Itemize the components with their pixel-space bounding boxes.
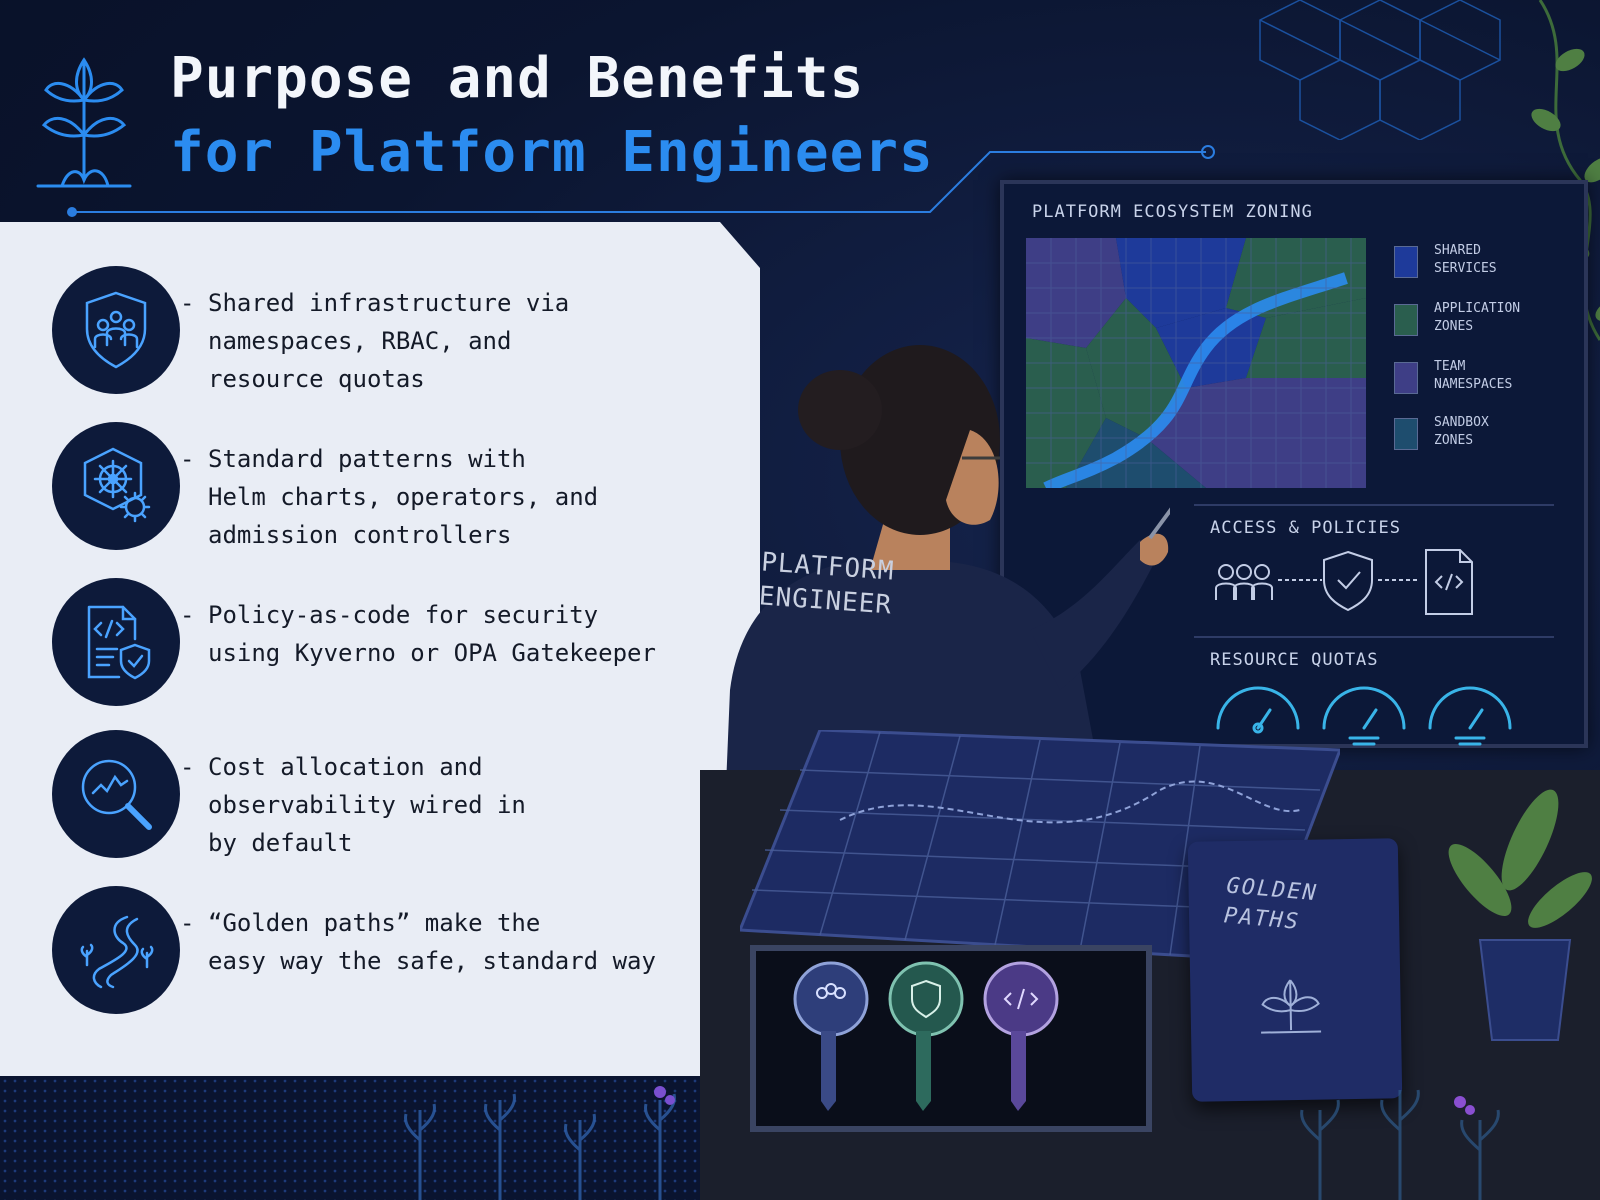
resource-quotas-title: RESOURCE QUOTAS	[1210, 650, 1379, 670]
access-keys-illustration	[793, 961, 1059, 1111]
legend-label: APPLICATION ZONES	[1434, 301, 1521, 334]
benefit-item-cost-observability: -Cost allocation and observability wired…	[52, 730, 752, 870]
benefit-badge	[52, 730, 180, 858]
sprout-logo-icon	[36, 57, 132, 188]
key-box	[750, 945, 1152, 1132]
benefit-text: -Standard patterns with Helm charts, ope…	[180, 440, 728, 554]
legend-swatch	[1394, 304, 1418, 336]
helm-gear-icon	[83, 447, 151, 523]
benefit-label: Cost allocation and observability wired …	[208, 753, 526, 857]
legend-label: SHARED SERVICES	[1434, 243, 1497, 276]
dotted-footer-band	[0, 1076, 760, 1200]
legend-swatch	[1394, 418, 1418, 450]
benefit-label: Standard patterns with Helm charts, oper…	[208, 445, 599, 549]
golden-paths-book: GOLDEN PATHS	[1187, 838, 1403, 1102]
benefit-label: Policy-as-code for security using Kyvern…	[208, 601, 656, 667]
book-title: GOLDEN PATHS	[1222, 873, 1319, 935]
potted-plant-illustration	[1448, 789, 1592, 1041]
benefit-item-standard-patterns: -Standard patterns with Helm charts, ope…	[52, 422, 752, 562]
benefit-badge	[52, 886, 180, 1014]
zoning-map	[1026, 238, 1366, 488]
legend-item-sandbox-zones: SANDBOX ZONES	[1394, 414, 1574, 454]
jacket-label: PLATFORM ENGINEER	[757, 547, 896, 621]
board-divider	[1194, 636, 1554, 638]
golden-path-icon	[80, 915, 154, 989]
page-title-line-2: for Platform Engineers	[170, 120, 934, 185]
code-policy-icon	[87, 605, 151, 680]
bullet-dash: -	[180, 909, 195, 937]
benefit-text: -Shared infrastructure via namespaces, R…	[180, 284, 728, 398]
magnify-chart-icon	[81, 759, 152, 830]
benefit-item-policy-as-code: -Policy-as-code for security using Kyver…	[52, 578, 752, 718]
board-divider	[1194, 504, 1554, 506]
legend-label: TEAM NAMESPACES	[1434, 359, 1513, 392]
benefit-badge	[52, 422, 180, 550]
shield-team-icon	[85, 291, 147, 369]
access-policies-diagram	[1215, 549, 1473, 615]
bullet-dash: -	[180, 289, 195, 317]
legend-item-shared-services: SHARED SERVICES	[1394, 242, 1574, 282]
benefit-label: Shared infrastructure via namespaces, RB…	[208, 289, 570, 393]
legend-swatch	[1394, 246, 1418, 278]
page-title-line-1: Purpose and Benefits	[170, 46, 865, 111]
board-title: PLATFORM ECOSYSTEM ZONING	[1032, 202, 1313, 222]
benefit-text: -Policy-as-code for security using Kyver…	[180, 596, 728, 672]
resource-quota-gauges	[1216, 686, 1512, 746]
benefit-item-shared-infrastructure: -Shared infrastructure via namespaces, R…	[52, 266, 752, 406]
benefit-label: “Golden paths” make the easy way the saf…	[208, 909, 656, 975]
bullet-dash: -	[180, 753, 195, 781]
legend-swatch	[1394, 362, 1418, 394]
bullet-dash: -	[180, 601, 195, 629]
benefit-badge	[52, 266, 180, 394]
zoning-board: PLATFORM ECOSYSTEM ZONING	[1000, 180, 1588, 748]
footer-plants-illustration	[404, 1086, 676, 1200]
foreground-plants-illustration	[1300, 1089, 1500, 1200]
hex-grid-decoration	[1259, 0, 1501, 140]
bullet-dash: -	[180, 445, 195, 473]
access-policies-title: ACCESS & POLICIES	[1210, 518, 1401, 538]
benefit-text: -Cost allocation and observability wired…	[180, 748, 728, 862]
benefit-badge	[52, 578, 180, 706]
legend-item-team-namespaces: TEAM NAMESPACES	[1394, 358, 1574, 398]
legend-item-application-zones: APPLICATION ZONES	[1394, 300, 1574, 340]
illustration-scene: PLATFORM ECOSYSTEM ZONING	[700, 0, 1600, 1200]
benefit-text: -“Golden paths” make the easy way the sa…	[180, 904, 728, 980]
benefit-item-golden-paths: -“Golden paths” make the easy way the sa…	[52, 886, 752, 1026]
legend-label: SANDBOX ZONES	[1434, 415, 1489, 448]
sprout-icon	[1261, 979, 1322, 1034]
benefits-panel: -Shared infrastructure via namespaces, R…	[0, 222, 760, 1076]
